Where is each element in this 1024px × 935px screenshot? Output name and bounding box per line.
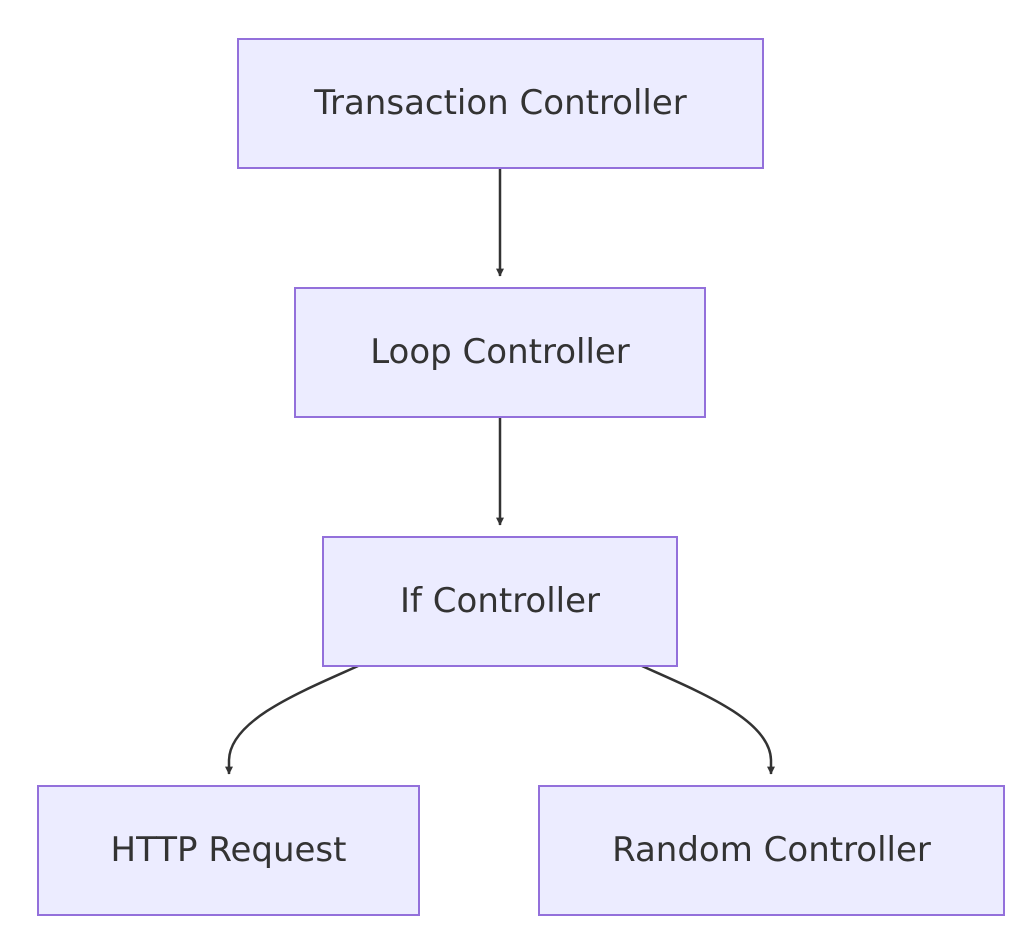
node-if-controller[interactable]: If Controller	[322, 536, 678, 667]
edge-if-to-http	[225, 664, 359, 775]
node-label: Transaction Controller	[313, 83, 687, 123]
edges	[225, 168, 775, 775]
node-random-controller[interactable]: Random Controller	[538, 785, 1005, 916]
node-label: Loop Controller	[370, 332, 630, 372]
node-transaction-controller[interactable]: Transaction Controller	[237, 38, 764, 169]
node-http-request[interactable]: HTTP Request	[37, 785, 420, 916]
node-label: HTTP Request	[111, 830, 347, 870]
edge-if-to-random	[641, 664, 775, 775]
node-loop-controller[interactable]: Loop Controller	[294, 287, 706, 418]
node-label: If Controller	[400, 581, 600, 621]
node-label: Random Controller	[612, 830, 931, 870]
